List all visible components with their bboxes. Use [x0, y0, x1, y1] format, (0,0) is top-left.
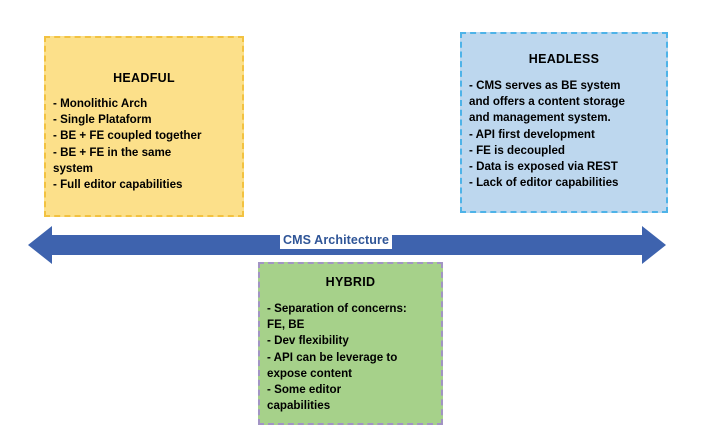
- box-title-headless: HEADLESS: [528, 52, 600, 66]
- box-title-headful: HEADFUL: [113, 71, 175, 85]
- box-title-hybrid: HYBRID: [325, 275, 376, 289]
- concept-box-headless[interactable]: HEADLESS - CMS serves as BE system and o…: [460, 32, 668, 213]
- box-body-hybrid: - Separation of concerns: FE, BE - Dev f…: [267, 302, 407, 413]
- box-body-headless: - CMS serves as BE system and offers a c…: [469, 79, 625, 190]
- box-body-headful: - Monolithic Arch - Single Plataform - B…: [53, 97, 202, 192]
- concept-box-headful[interactable]: HEADFUL - Monolithic Arch - Single Plata…: [44, 36, 244, 217]
- axis-label-cms-architecture: CMS Architecture: [280, 232, 393, 249]
- concept-box-hybrid[interactable]: HYBRID - Separation of concerns: FE, BE …: [258, 262, 443, 425]
